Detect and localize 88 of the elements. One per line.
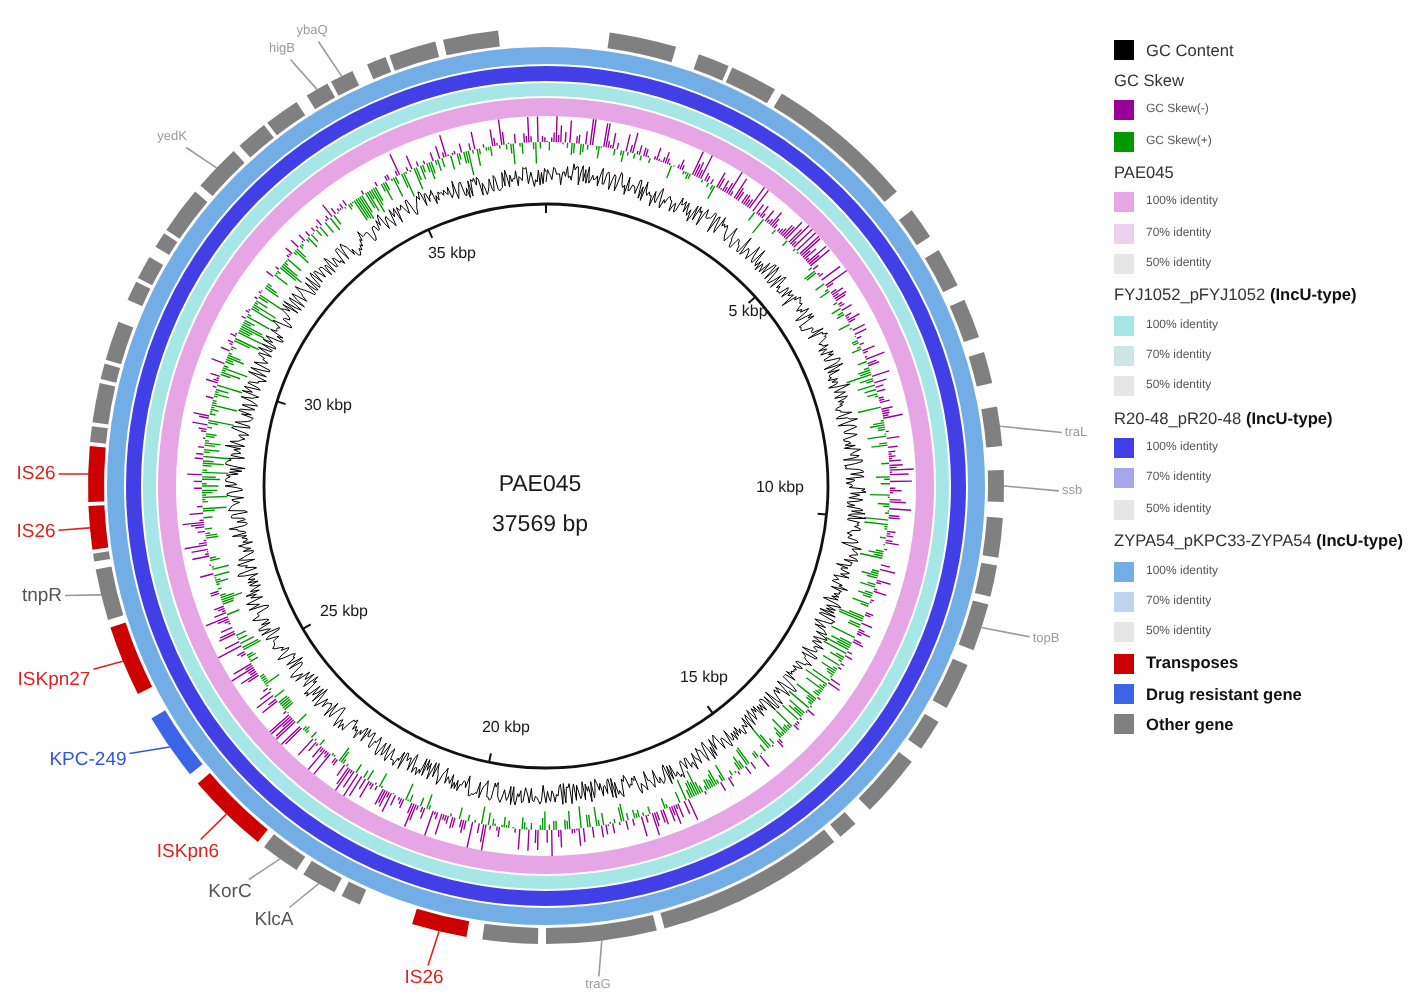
gene-arc bbox=[110, 622, 153, 694]
gene-arc bbox=[958, 600, 989, 651]
leader-line bbox=[289, 58, 318, 91]
gene-arc bbox=[968, 352, 993, 387]
leader-line bbox=[598, 939, 603, 978]
gene-arc bbox=[607, 32, 677, 63]
leader-line bbox=[980, 626, 1031, 638]
leader-line bbox=[57, 527, 91, 532]
gene-arc bbox=[987, 470, 1004, 502]
legend-heading: GC Skew bbox=[1114, 71, 1185, 89]
gene-arc bbox=[200, 151, 245, 196]
gene-arc bbox=[127, 281, 151, 307]
leader-line bbox=[199, 813, 228, 841]
gene-arc bbox=[239, 125, 274, 158]
legend-heading: R20-48_pR20-48 (IncU-type) bbox=[1114, 409, 1333, 426]
gene-arc bbox=[197, 773, 268, 842]
legend-heading: FYJ1052_pFYJ1052 (IncU-type) bbox=[1114, 286, 1357, 304]
gene-arc bbox=[412, 908, 470, 938]
leader-line bbox=[64, 594, 102, 597]
gene-arc bbox=[267, 101, 306, 136]
gene-label: IS26 bbox=[16, 522, 56, 542]
gene-label: KlcA bbox=[254, 910, 294, 930]
scale-label: 35 kbp bbox=[427, 246, 477, 262]
gene-label: KPC-249 bbox=[49, 750, 127, 770]
leader-line bbox=[288, 882, 320, 909]
leader-line bbox=[57, 473, 89, 475]
gene-label: ISKpn6 bbox=[156, 842, 220, 862]
legend-heading: PAE045 bbox=[1114, 163, 1174, 181]
legend-heading: ZYPA54_pKPC33-ZYPA54 (IncU-type) bbox=[1114, 532, 1403, 549]
legend-label: Other gene bbox=[1146, 716, 1234, 733]
gene-arc bbox=[137, 257, 164, 286]
scale-label: 5 kbp bbox=[728, 304, 768, 320]
gene-arc bbox=[693, 54, 729, 81]
gene-label: tnpR bbox=[21, 586, 63, 606]
legend-label: GC Content bbox=[1146, 41, 1234, 58]
gene-arc bbox=[331, 70, 360, 96]
gene-arc bbox=[155, 233, 178, 256]
gene-arc bbox=[303, 860, 342, 893]
gene-arc bbox=[264, 834, 306, 871]
gene-arc bbox=[443, 30, 500, 56]
gene-arc bbox=[341, 881, 367, 905]
gene-arc bbox=[100, 363, 121, 383]
scale-label: 25 kbp bbox=[319, 604, 369, 620]
leader-line bbox=[248, 858, 281, 881]
leader-line bbox=[185, 146, 218, 169]
scale-label: 20 kbp bbox=[481, 720, 531, 736]
scale-label: 30 kbp bbox=[303, 398, 353, 414]
scale-label: 15 kbp bbox=[679, 670, 729, 686]
gene-arc bbox=[90, 426, 108, 444]
gene-label: ISKpn27 bbox=[17, 670, 91, 690]
legend-label: Drug resistant gene bbox=[1146, 685, 1302, 703]
plasmid-name: PAE045 bbox=[498, 474, 582, 498]
gene-arc bbox=[88, 505, 109, 550]
scale-label: 10 kbp bbox=[755, 480, 805, 496]
gene-arc bbox=[151, 710, 203, 775]
gene-label: KorC bbox=[208, 882, 252, 902]
gene-arc bbox=[858, 752, 912, 810]
leader-line bbox=[1003, 485, 1060, 492]
gene-arc bbox=[924, 250, 958, 293]
gene-arc bbox=[908, 713, 939, 749]
leader-line bbox=[128, 746, 171, 755]
gene-arc bbox=[725, 67, 775, 104]
gene-arc bbox=[982, 516, 1003, 558]
gene-arc bbox=[660, 829, 835, 929]
gene-arc bbox=[899, 210, 931, 246]
gene-arc bbox=[166, 191, 208, 239]
gene-arc bbox=[95, 566, 124, 620]
gene-label: IS26 bbox=[16, 464, 56, 484]
legend-label: Transposes bbox=[1146, 654, 1239, 672]
gene-arc bbox=[93, 551, 111, 562]
leader-line bbox=[999, 425, 1063, 434]
gene-label: IS26 bbox=[404, 968, 444, 988]
leader-line bbox=[427, 930, 440, 967]
leader-line bbox=[92, 660, 124, 671]
leader-line bbox=[317, 40, 343, 77]
gene-arc bbox=[981, 406, 1003, 448]
gene-arc bbox=[974, 562, 998, 597]
gene-arc bbox=[389, 41, 440, 71]
gene-arc bbox=[88, 446, 106, 502]
gene-arc bbox=[932, 658, 968, 709]
gene-arc bbox=[367, 57, 392, 80]
gene-arc bbox=[482, 923, 539, 944]
gene-arc bbox=[546, 914, 657, 944]
gene-arc bbox=[949, 299, 980, 343]
sequence-length: 37569 bp bbox=[492, 514, 588, 538]
gene-arc bbox=[773, 93, 897, 202]
gene-arc bbox=[830, 811, 856, 837]
gene-arc bbox=[306, 83, 336, 110]
